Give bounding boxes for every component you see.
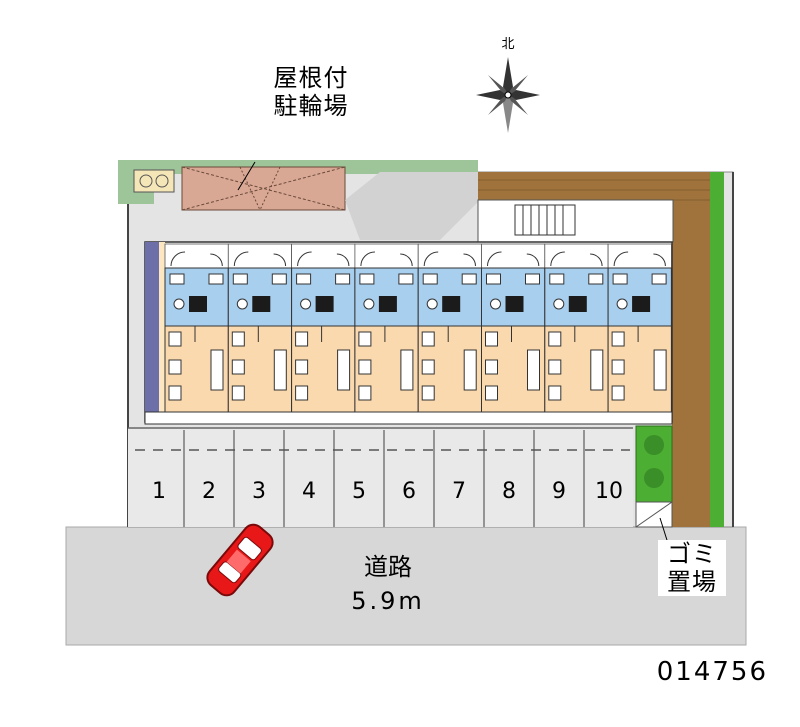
parking-space: 5 bbox=[333, 430, 366, 527]
road-name: 道路 bbox=[364, 553, 412, 581]
parking-space-number: 1 bbox=[152, 479, 166, 504]
property-code: 014756 bbox=[657, 657, 768, 687]
bike-parking-label: 屋根付 駐輪場 bbox=[262, 64, 360, 120]
parking-space: 8 bbox=[483, 430, 516, 527]
bike-parking-label-line2: 駐輪場 bbox=[273, 92, 349, 120]
car-icon bbox=[206, 523, 274, 597]
corridor bbox=[145, 242, 159, 422]
apartment-unit bbox=[417, 243, 483, 413]
garbage-label-line1: ゴミ bbox=[667, 540, 717, 568]
parking-space: 1 bbox=[152, 479, 166, 504]
parking-area bbox=[128, 428, 633, 527]
parking-space: 10 bbox=[583, 430, 623, 527]
garbage-label: ゴミ 置場 bbox=[658, 540, 726, 596]
parking-space: 4 bbox=[283, 430, 316, 527]
apartment-units bbox=[164, 243, 672, 413]
apartment-unit bbox=[291, 243, 356, 413]
parking-space: 2 bbox=[183, 430, 216, 527]
compass-rose-icon bbox=[476, 57, 540, 133]
apartment-unit bbox=[607, 243, 672, 413]
parking-space: 9 bbox=[533, 430, 566, 527]
parking-space-number: 2 bbox=[202, 479, 216, 504]
north-label: 北 bbox=[501, 37, 514, 52]
parking-space: 3 bbox=[233, 430, 266, 527]
hedge-right bbox=[710, 172, 724, 527]
parking-space-number: 7 bbox=[452, 479, 466, 504]
brick-wall bbox=[672, 172, 714, 527]
apartment-unit bbox=[164, 243, 229, 413]
apartment-unit bbox=[544, 243, 609, 413]
road bbox=[65, 526, 747, 646]
parking-spaces: 1 2 3 4 5 6 7 8 9 10 bbox=[152, 430, 623, 527]
apartment-unit bbox=[227, 243, 293, 413]
garbage-label-line2: 置場 bbox=[667, 568, 717, 596]
parking-space: 6 bbox=[383, 430, 416, 527]
road-width: 5.9m bbox=[351, 587, 425, 615]
parking-space-number: 4 bbox=[302, 479, 316, 504]
parking-space-number: 9 bbox=[552, 479, 566, 504]
parking-space-number: 5 bbox=[352, 479, 366, 504]
parking-space-number: 8 bbox=[502, 479, 516, 504]
parking-space: 7 bbox=[433, 430, 466, 527]
parking-space-number: 10 bbox=[595, 479, 623, 504]
parking-space-number: 3 bbox=[252, 479, 266, 504]
apartment-unit bbox=[481, 243, 546, 413]
parking-space-number: 6 bbox=[402, 479, 416, 504]
bike-parking-label-line1: 屋根付 bbox=[273, 64, 349, 92]
apartment-unit bbox=[354, 243, 419, 413]
